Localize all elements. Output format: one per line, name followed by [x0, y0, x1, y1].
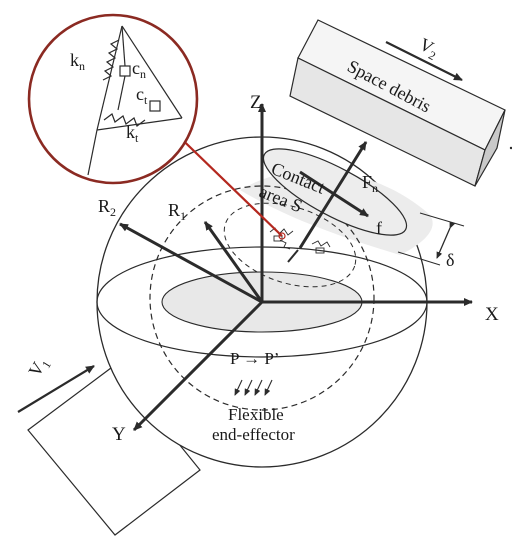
space-debris-block — [289, 19, 506, 187]
ct-label: ct — [136, 84, 148, 107]
fn-label: Fn — [362, 172, 378, 195]
delta-guide-top — [419, 212, 465, 227]
contact-probe-line — [287, 249, 299, 263]
v2-arrow — [385, 41, 463, 81]
stray-dot — [509, 146, 512, 150]
r2-label: R2 — [98, 196, 116, 219]
spring-damper-icon — [311, 240, 331, 254]
f-label: f — [376, 218, 382, 238]
y-axis-label: Y — [112, 424, 126, 445]
f-arrow — [299, 170, 369, 218]
r2-arrow — [119, 222, 263, 304]
v1-arrow — [17, 365, 95, 413]
flexible-label-line2: end-effector — [212, 425, 295, 444]
p-transition-label: P → P’ — [230, 349, 279, 368]
delta-label: δ — [446, 250, 454, 270]
v2-label: V2 — [415, 34, 443, 63]
v1-label: V1 — [24, 353, 54, 381]
kt-label: kt — [126, 122, 139, 145]
contact-dashed-ellipse — [223, 202, 357, 288]
flexible-label-line1: Flexible — [228, 405, 284, 424]
deform-arrow-2 — [244, 379, 253, 396]
delta-guide-bottom — [397, 251, 441, 266]
deform-arrow-3 — [254, 379, 263, 396]
r1-label: R1 — [168, 200, 186, 223]
y-axis-arrow — [132, 300, 264, 432]
delta-arrow — [436, 221, 456, 259]
cn-label: cn — [132, 58, 146, 81]
zoom-circle — [27, 13, 199, 185]
inner-dashed-sphere — [149, 185, 375, 411]
r1-arrow — [203, 221, 264, 303]
z-axis-label: Z — [250, 92, 262, 113]
zoom-source-point — [278, 232, 286, 240]
kn-label: kn — [70, 50, 85, 73]
x-axis-label: X — [485, 304, 499, 325]
deform-arrow-1 — [234, 379, 243, 396]
contact-model-detail — [87, 25, 183, 176]
deform-arrow-4 — [264, 379, 273, 396]
base-platform — [27, 364, 201, 536]
